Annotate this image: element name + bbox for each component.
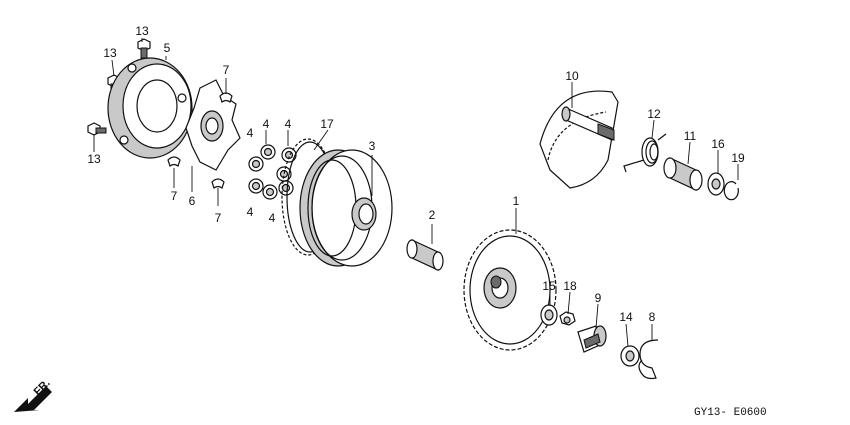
drive-cover-5	[107, 57, 193, 159]
label-part-9: 9	[595, 291, 602, 305]
washer-15	[540, 304, 558, 326]
pinion-9	[577, 325, 607, 353]
roller-4-g	[278, 180, 294, 196]
roller-4-b	[281, 147, 297, 163]
spring-12	[623, 133, 667, 173]
roller-4-c	[248, 156, 264, 172]
label-part-19: 19	[731, 151, 745, 165]
diagram-code: GY13- E0600	[694, 407, 767, 419]
label-part-4-d: 4	[247, 205, 254, 219]
label-part-15: 15	[542, 279, 556, 293]
label-part-12: 12	[647, 107, 661, 121]
bolt-13-bottom	[87, 122, 107, 136]
spindle-10	[539, 90, 619, 189]
label-part-13-bottom: 13	[87, 152, 101, 166]
front-arrow-icon: FR.	[14, 377, 53, 412]
label-part-1: 1	[513, 194, 520, 208]
label-part-10: 10	[565, 69, 579, 83]
driven-gear-1	[463, 229, 557, 351]
clip-8	[638, 339, 659, 380]
leader-lines	[93, 38, 739, 347]
drive-face-3	[299, 149, 393, 267]
nut-18	[559, 311, 576, 326]
washer-16	[707, 172, 725, 196]
label-part-17: 17	[320, 117, 334, 131]
label-part-7-left: 7	[171, 189, 178, 203]
label-part-7-top: 7	[223, 63, 230, 77]
label-part-13-left: 13	[103, 46, 117, 60]
label-part-4-b: 4	[285, 117, 292, 131]
ramp-plate-6	[185, 79, 241, 171]
collar-2	[406, 239, 444, 271]
front-indicator-label: FR.	[32, 377, 53, 398]
label-part-4-c: 4	[247, 126, 254, 140]
label-part-5: 5	[164, 41, 171, 55]
label-part-4-e: 4	[269, 211, 276, 225]
slider-7-bottom	[211, 178, 225, 189]
roller-4-f	[262, 184, 278, 200]
label-part-14: 14	[619, 310, 633, 324]
label-part-2: 2	[429, 208, 436, 222]
label-part-7-bottom: 7	[215, 211, 222, 225]
roller-4-a	[260, 144, 276, 160]
label-part-8: 8	[649, 310, 656, 324]
washer-14	[620, 345, 640, 367]
slider-7-top	[219, 92, 233, 103]
circlip-19	[723, 181, 739, 201]
label-part-4-a: 4	[263, 117, 270, 131]
collar-11	[663, 157, 703, 191]
label-part-6: 6	[189, 194, 196, 208]
bolt-13-top	[137, 38, 151, 59]
label-part-18: 18	[563, 279, 577, 293]
slider-7-left	[167, 156, 181, 167]
label-part-16: 16	[711, 137, 725, 151]
label-part-3: 3	[369, 139, 376, 153]
label-part-13-top: 13	[135, 24, 149, 38]
roller-4-e	[248, 178, 264, 194]
label-part-11: 11	[684, 129, 697, 143]
